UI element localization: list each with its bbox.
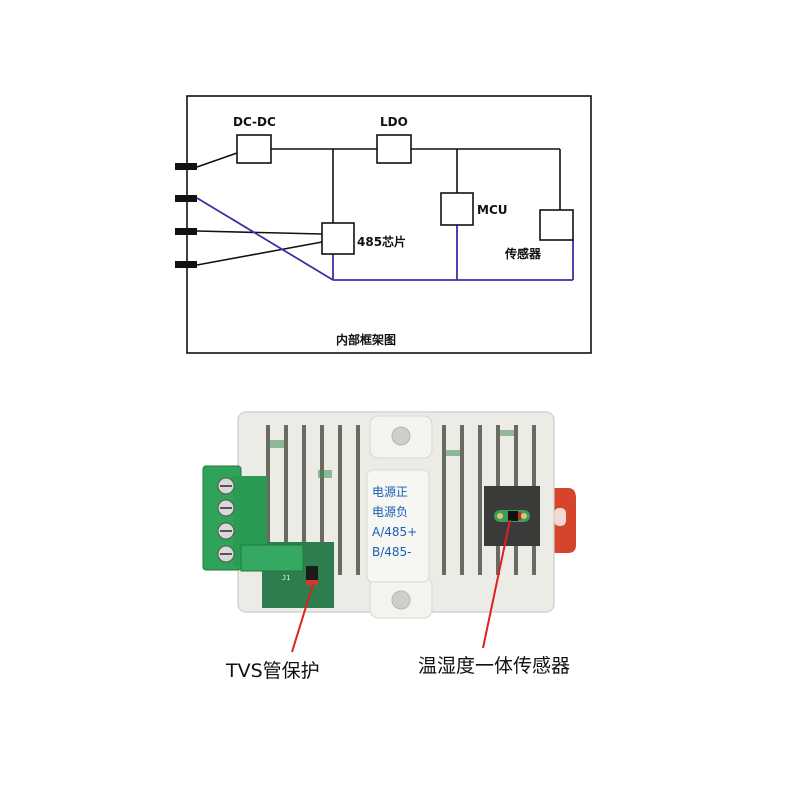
sensor-caption: 温湿度一体传感器 (418, 655, 570, 677)
pcb-through-vents (270, 430, 514, 478)
mcu-block (440, 192, 474, 226)
sensor-board (494, 510, 530, 522)
power-wiring (196, 148, 561, 266)
callouts: TVS管保护 温湿度一体传感器 (225, 519, 570, 682)
ldo-block (376, 134, 412, 164)
mcu-label: MCU (477, 203, 508, 217)
tvs-pointer (291, 583, 314, 653)
sensor-label: 传感器 (504, 246, 542, 261)
panel-label-a: A/485+ (372, 525, 417, 539)
ground-wiring (196, 197, 574, 281)
dcdc-label: DC-DC (233, 115, 276, 129)
diagram-title: 内部框架图 (336, 332, 396, 347)
terminal-pin-4 (175, 261, 197, 268)
sensor-pointer (482, 519, 511, 649)
terminal-block (202, 465, 304, 572)
dcdc-block (236, 134, 272, 164)
rs485-label: 485芯片 (357, 234, 406, 249)
panel-label-vplus: 电源正 (372, 485, 408, 499)
product-photo: 电源正 电源负 A/485+ B/485- J1 (202, 411, 576, 619)
tvs-caption: TVS管保护 (225, 660, 320, 682)
panel-label-vminus: 电源负 (372, 505, 408, 519)
terminal-pin-3 (175, 228, 197, 235)
rs485-block (321, 222, 355, 255)
tvs-diode (306, 566, 318, 580)
panel-label-b: B/485- (372, 545, 412, 559)
pcb-silkscreen-j1: J1 (282, 574, 290, 582)
bracket-slot (554, 508, 566, 526)
label-panel (366, 469, 430, 583)
sensor-block (539, 209, 574, 241)
ldo-label: LDO (380, 115, 408, 129)
vent-slots-left (266, 425, 360, 575)
terminal-pin-2 (175, 195, 197, 202)
terminal-pin-1 (175, 163, 197, 170)
block-diagram: DC-DC LDO MCU 485芯片 传感器 内部框架图 (175, 95, 592, 354)
